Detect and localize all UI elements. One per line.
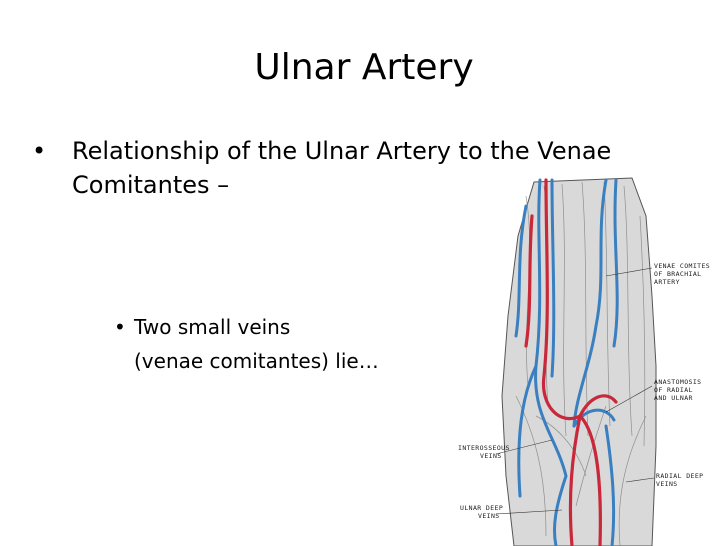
label-radial-deep-2: VEINS xyxy=(656,480,678,488)
label-venae-comites-2: OF BRACHIAL xyxy=(654,270,701,278)
label-radial-deep-1: RADIAL DEEP xyxy=(656,472,703,480)
slide-title: Ulnar Artery xyxy=(254,47,474,88)
label-anastomosis-1: ANASTOMOSIS xyxy=(654,378,701,386)
label-venae-comites-3: ARTERY xyxy=(654,278,680,286)
label-anastomosis-2: OF RADIAL xyxy=(654,386,693,394)
label-interosseous-1: INTEROSSEOUS xyxy=(458,444,510,452)
label-anastomosis-3: AND ULNAR xyxy=(654,394,693,402)
sub-bullet-text: Two small veins (venae comitantes) lie… xyxy=(134,310,379,378)
bullet-level1: • Relationship of the Ulnar Artery to th… xyxy=(32,134,682,202)
bullet-text: Relationship of the Ulnar Artery to the … xyxy=(72,137,612,199)
label-ulnar-deep-1: ULNAR DEEP xyxy=(460,504,503,512)
label-ulnar-deep-2: VEINS xyxy=(478,512,500,520)
anatomy-illustration: VENAE COMITES OF BRACHIAL ARTERY ANASTOM… xyxy=(458,177,710,546)
sub-bullet-marker: • xyxy=(114,315,126,339)
sub-bullet-line1: Two small veins xyxy=(134,315,291,339)
sub-bullet-line2: (venae comitantes) lie… xyxy=(134,349,379,373)
label-venae-comites-1: VENAE COMITES xyxy=(654,262,710,270)
bullet-marker: • xyxy=(32,137,47,165)
label-interosseous-2: VEINS xyxy=(480,452,502,460)
bullet-level2: • Two small veins (venae comitantes) lie… xyxy=(114,310,434,378)
